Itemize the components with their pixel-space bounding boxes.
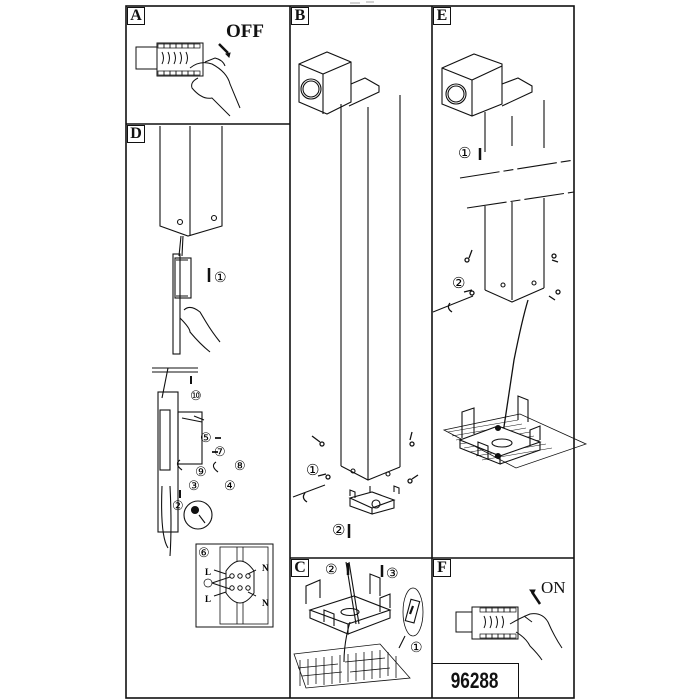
- hand-icon: [509, 613, 563, 661]
- panel-b-illustration: [292, 51, 419, 538]
- step-e-2: ②: [452, 276, 465, 292]
- arrow-down-icon: [218, 43, 229, 54]
- terminal-label-l-bottom: L: [205, 594, 211, 604]
- breaker-icon: [455, 606, 519, 640]
- floor-icon: [293, 643, 411, 689]
- step-b-1: ①: [306, 463, 319, 479]
- panel-label-d: D: [127, 125, 145, 143]
- terminal-label-n-bottom: N: [262, 598, 269, 608]
- step-d-3: ③: [188, 478, 200, 493]
- wiring-detail-icon: [152, 367, 219, 557]
- base-bracket-icon: [305, 573, 392, 635]
- step-d-2: ②: [172, 498, 184, 513]
- step-d-10: ⑩: [190, 388, 202, 403]
- panel-label-b: B: [291, 7, 309, 25]
- terminal-label-l-top: L: [205, 567, 211, 577]
- step-c-3: ③: [386, 567, 399, 582]
- step-e-1: ①: [458, 146, 471, 162]
- step-c-2: ②: [325, 563, 338, 578]
- wiring-inset: [195, 543, 274, 628]
- screw-icons: [432, 249, 561, 313]
- step-d-5: ⑤: [200, 430, 212, 445]
- post-icon: [340, 95, 401, 481]
- print-mark: [350, 1, 374, 4]
- panel-grid: [125, 5, 575, 699]
- model-number-box: 96288: [432, 663, 519, 698]
- terminal-label-n-top: N: [262, 563, 269, 573]
- panel-a-illustration: [135, 42, 241, 117]
- panel-e-illustration: [432, 53, 588, 469]
- cut-line-bottom: [466, 191, 575, 209]
- cable: [501, 299, 529, 441]
- cut-line-top: [459, 159, 575, 179]
- anchor-detail-icon: [398, 587, 424, 649]
- screw-icons: [292, 431, 419, 503]
- breaker-icon: [135, 42, 204, 77]
- panel-label-e: E: [433, 7, 451, 25]
- step-d-7: ⑦: [214, 444, 226, 459]
- panel-f-illustration: [455, 589, 563, 661]
- step-d-1: ①: [214, 271, 227, 286]
- lamp-head-icon: [441, 53, 533, 117]
- step-d-4: ④: [224, 478, 236, 493]
- panel-label-a: A: [127, 7, 145, 25]
- base-bracket-icon: [348, 485, 400, 515]
- off-caption: OFF: [226, 21, 264, 42]
- step-d-8: ⑧: [234, 458, 246, 473]
- on-caption: ON: [541, 578, 566, 597]
- model-number: 96288: [451, 668, 499, 693]
- panel-label-f: F: [433, 559, 451, 577]
- panel-c-illustration: [293, 561, 424, 689]
- panel-label-c: C: [291, 559, 309, 577]
- hand-icon: [189, 57, 241, 117]
- step-d-9: ⑨: [195, 464, 207, 479]
- post-lower-icon: [484, 198, 545, 303]
- hand-icon: [179, 306, 221, 353]
- post-bottom-icon: [159, 126, 223, 237]
- inset-step-6: ⑥: [198, 545, 210, 560]
- step-c-1: ①: [410, 641, 423, 656]
- lamp-head-icon: [298, 51, 380, 115]
- step-b-2: ②: [332, 523, 345, 539]
- terminal-strip-icon: [172, 253, 192, 355]
- panel-d-illustration: [152, 126, 223, 557]
- base-bracket-icon: [442, 395, 588, 469]
